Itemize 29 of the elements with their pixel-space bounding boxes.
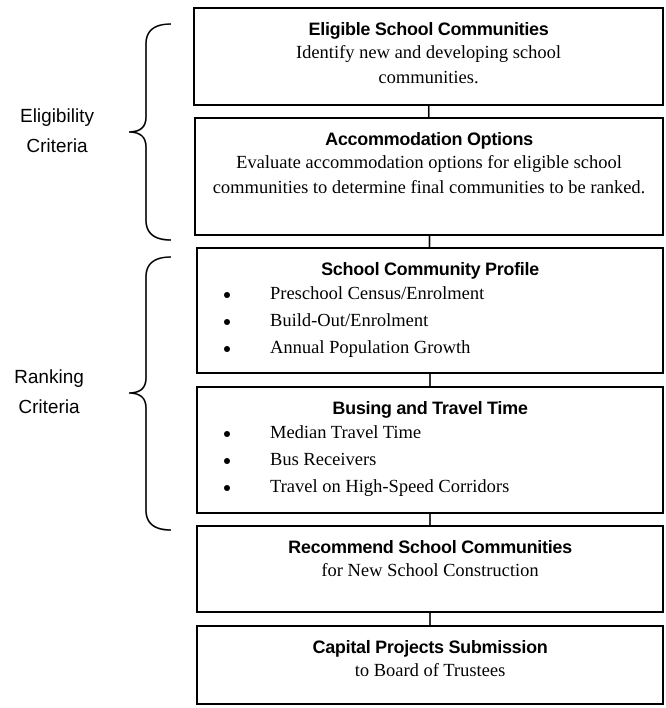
connector-line bbox=[428, 236, 430, 247]
bullet-item: Travel on High-Speed Corridors bbox=[270, 476, 510, 499]
process-box bbox=[194, 117, 664, 236]
box-description: Identify new and developing school communities. bbox=[294, 42, 562, 90]
process-box bbox=[196, 525, 664, 613]
box-description: for New School Construction bbox=[321, 560, 539, 583]
connector-line bbox=[429, 374, 431, 386]
bullet-item: Build-Out/Enrolment bbox=[270, 310, 428, 333]
box-description: to Board of Trustees bbox=[354, 660, 506, 683]
bullet-item: Preschool Census/Enrolment bbox=[270, 283, 484, 306]
connector-line bbox=[428, 106, 430, 117]
process-box bbox=[196, 625, 664, 705]
connector-line bbox=[429, 613, 431, 625]
bullet-item: Bus Receivers bbox=[270, 449, 376, 472]
box-heading: Eligible School Communities bbox=[308, 18, 550, 41]
bullet-item: Annual Population Growth bbox=[270, 337, 470, 360]
bullet-item: Median Travel Time bbox=[270, 422, 422, 445]
bracket-label: Ranking Criteria bbox=[13, 366, 85, 420]
box-heading: Busing and Travel Time bbox=[331, 397, 529, 420]
connector-line bbox=[429, 514, 431, 525]
box-heading: Recommend School Communities bbox=[287, 536, 573, 559]
process-box bbox=[196, 386, 664, 514]
box-heading: Accommodation Options bbox=[324, 128, 534, 151]
box-heading: School Community Profile bbox=[320, 258, 540, 281]
process-box bbox=[196, 247, 664, 374]
process-box bbox=[193, 7, 664, 106]
box-heading: Capital Projects Submission bbox=[312, 636, 548, 659]
box-description: Evaluate accommodation options for eligible school communities to determine final communities to be ranked. bbox=[212, 152, 646, 200]
bracket-label: Eligibility Criteria bbox=[19, 105, 95, 159]
